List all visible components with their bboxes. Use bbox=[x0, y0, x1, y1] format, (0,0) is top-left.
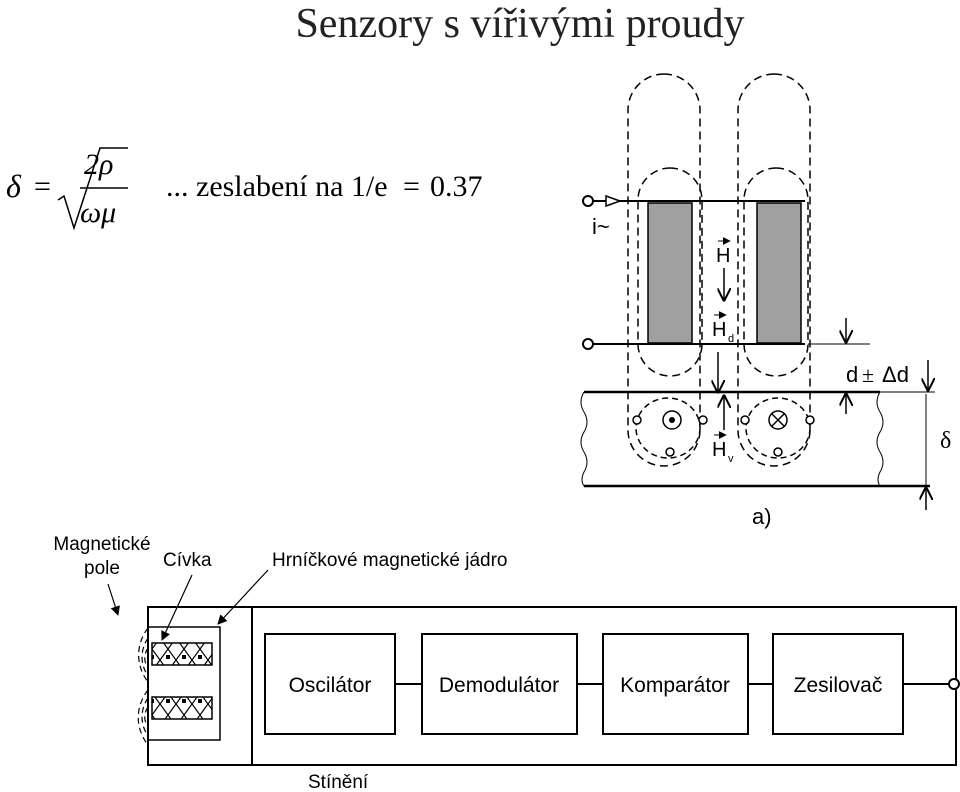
delta-label: δ bbox=[940, 428, 951, 454]
hv-label: H bbox=[712, 439, 726, 461]
coil-top bbox=[151, 642, 213, 666]
coil-block-left bbox=[647, 202, 693, 344]
field-loop-outer-left bbox=[627, 73, 701, 467]
delta-d-label: Δd bbox=[882, 362, 909, 387]
field-loop-outer-right bbox=[737, 73, 811, 467]
hd-label: H bbox=[712, 319, 726, 341]
block-amplifier bbox=[772, 633, 904, 735]
pm-symbol: ± bbox=[862, 362, 874, 387]
coil-bottom bbox=[151, 696, 213, 720]
formula-note-equals: = bbox=[403, 170, 420, 203]
block-oscillator bbox=[264, 633, 396, 735]
magnetic-field-label-line2: pole bbox=[84, 558, 120, 579]
shield-label: Stínění bbox=[308, 772, 369, 792]
magnetic-field-label-line1: Magnetické bbox=[53, 534, 150, 555]
magnetic-field-lines bbox=[137, 627, 149, 746]
formula-note-value: 0.37 bbox=[430, 170, 483, 203]
coil-label: Cívka bbox=[163, 550, 212, 571]
formula-radical bbox=[57, 147, 128, 231]
hv-subscript: v bbox=[728, 453, 734, 465]
probe-diagram: i~ H H d H v d ± Δd δ a) bbox=[580, 73, 951, 529]
core-label: Hrníčkové magnetické jádro bbox=[272, 550, 508, 571]
block-demodulator bbox=[421, 633, 578, 735]
current-label: i~ bbox=[592, 214, 610, 239]
panel-label: a) bbox=[752, 504, 772, 529]
block-label-oscillator: Oscilátor bbox=[289, 674, 372, 697]
formula-note: ... zeslabení na 1/e bbox=[166, 170, 388, 203]
pot-core bbox=[148, 626, 221, 741]
formula-delta: δ bbox=[6, 168, 21, 204]
block-diagram: Oscilátor Demodulátor Komparátor Zesilov… bbox=[53, 534, 960, 792]
gap-label: d bbox=[846, 362, 858, 387]
block-label-demodulator: Demodulátor bbox=[439, 674, 559, 697]
hd-subscript: d bbox=[728, 333, 734, 345]
block-label-amplifier: Zesilovač bbox=[794, 674, 883, 697]
formula-equals: = bbox=[34, 170, 51, 203]
field-loop-inner-right bbox=[743, 167, 809, 377]
output-terminal bbox=[948, 678, 960, 690]
block-label-comparator: Komparátor bbox=[620, 674, 730, 697]
coil-block-right bbox=[756, 202, 802, 344]
h-label: H bbox=[716, 245, 730, 267]
formula-denominator: ωμ bbox=[80, 196, 117, 229]
page-title: Senzory s vířivými proudy bbox=[295, 1, 745, 47]
block-comparator bbox=[602, 633, 749, 735]
field-loop-inner-left bbox=[637, 167, 703, 377]
